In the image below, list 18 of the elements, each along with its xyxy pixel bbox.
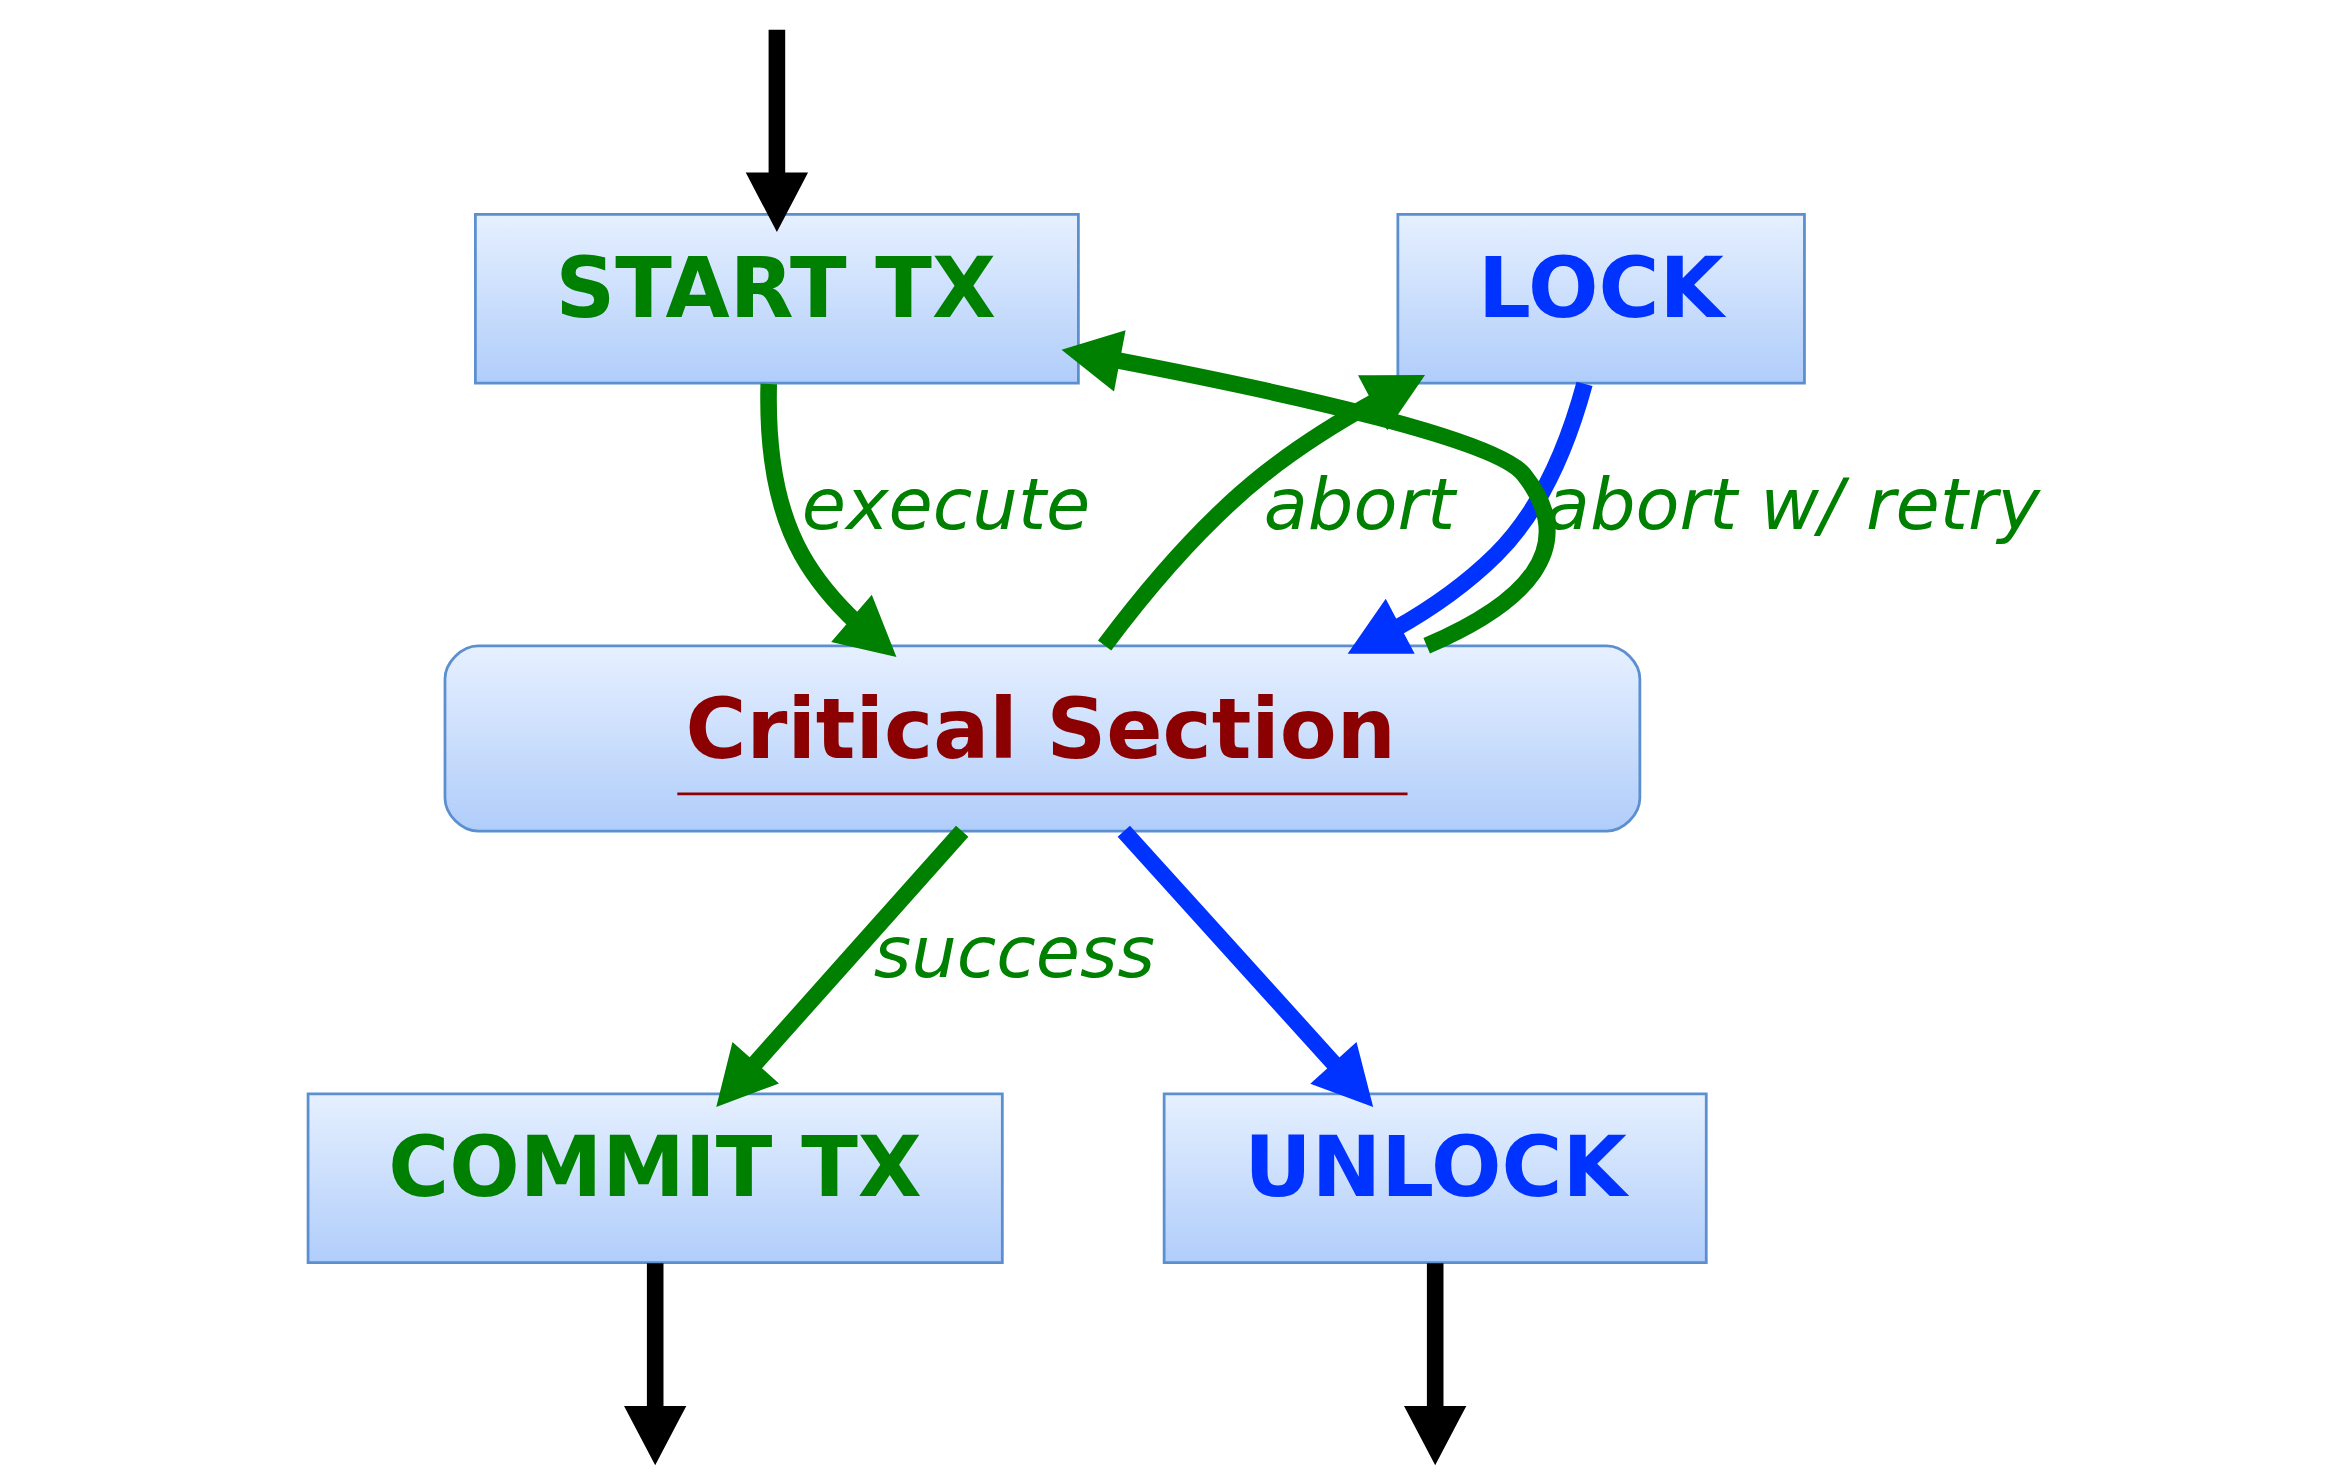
arrow [1404,1263,1467,1466]
edge-label: execute [801,462,1091,547]
arrow [1098,374,1426,651]
arrow [624,1263,687,1466]
arrow [1347,381,1593,654]
edge-label: abort [1263,462,1456,547]
arrow [1061,330,1556,654]
arrow [1117,825,1374,1107]
edge-label: success [873,910,1155,995]
node-box: START TX [474,212,1080,385]
arrow [745,29,809,232]
edge-label: abort w/ retry [1545,462,2041,547]
node-box: Critical Section [443,644,1642,833]
node-box: UNLOCK [1162,1092,1708,1265]
arrow [760,383,897,658]
node-box: LOCK [1396,212,1806,385]
arrow [716,825,969,1108]
node-box: COMMIT TX [306,1092,1004,1265]
